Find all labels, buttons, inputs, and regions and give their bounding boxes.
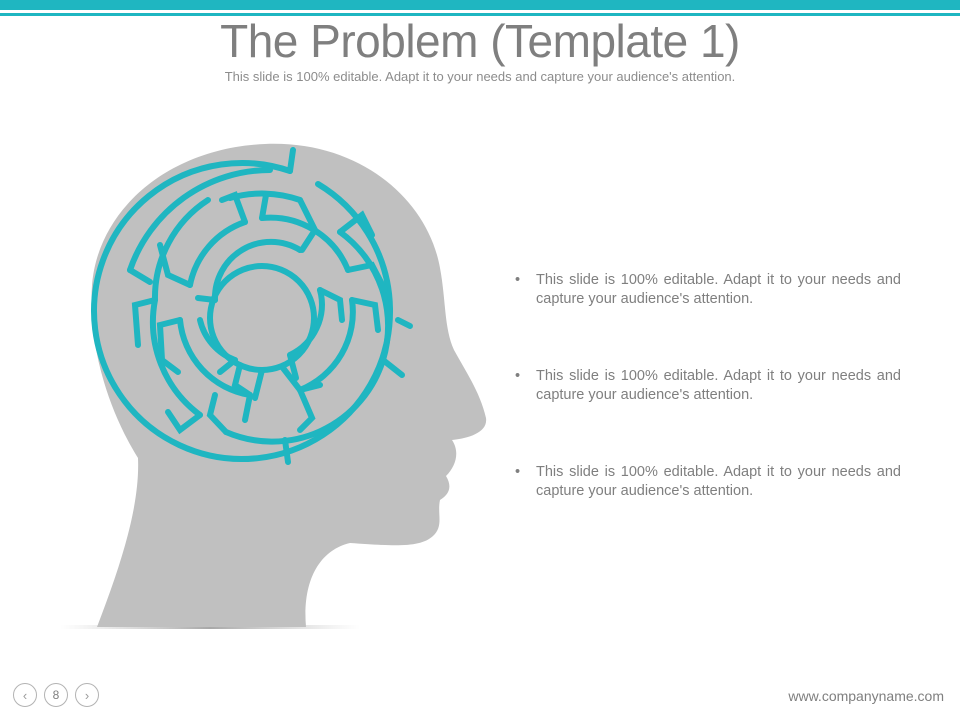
footer-url: www.companyname.com: [788, 688, 944, 704]
bullet-text: This slide is 100% editable. Adapt it to…: [536, 464, 901, 499]
top-accent-line: [0, 13, 960, 16]
bullet-dot: •: [515, 368, 521, 384]
slide-subtitle: This slide is 100% editable. Adapt it to…: [224, 69, 736, 84]
bullet-item: • This slide is 100% editable. Adapt it …: [512, 463, 901, 501]
top-accent-bar: [0, 0, 960, 10]
bullet-text: This slide is 100% editable. Adapt it to…: [536, 272, 901, 307]
bullet-dot: •: [515, 464, 521, 480]
maze-icon: [91, 147, 413, 465]
page-number: 8: [44, 683, 68, 707]
bullet-item: • This slide is 100% editable. Adapt it …: [512, 271, 901, 309]
bullet-list: • This slide is 100% editable. Adapt it …: [512, 271, 901, 559]
prev-slide-button[interactable]: ‹: [13, 683, 37, 707]
head-silhouette: [91, 143, 487, 627]
chevron-left-icon: ‹: [22, 687, 28, 703]
bullet-item: • This slide is 100% editable. Adapt it …: [512, 367, 901, 405]
bullet-dot: •: [515, 272, 521, 288]
slide-title: The Problem (Template 1): [220, 15, 740, 67]
chevron-right-icon: ›: [84, 687, 90, 703]
next-slide-button[interactable]: ›: [75, 683, 99, 707]
bullet-text: This slide is 100% editable. Adapt it to…: [536, 368, 901, 403]
